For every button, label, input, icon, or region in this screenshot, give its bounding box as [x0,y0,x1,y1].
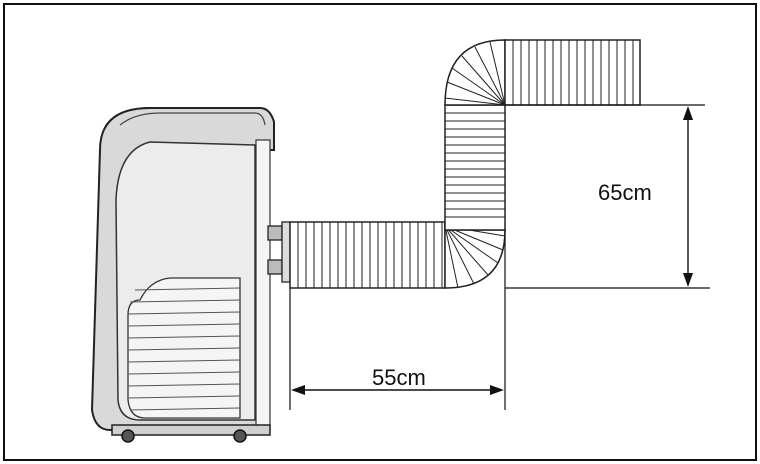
wheel [233,429,247,443]
hose-ribs-vertical [445,112,505,218]
exhaust-hose [289,39,641,289]
vertical-dimension [505,104,710,289]
vertical-dimension-label: 65cm [598,180,652,205]
grille-slats [127,287,241,411]
wheel [121,429,135,443]
horizontal-dimension-label: 55cm [372,365,426,390]
hose-ribs-upper [512,40,634,105]
hose-ribs-lower [297,222,443,288]
horizontal-dimension [289,230,506,410]
border [3,3,757,461]
air-conditioner-unit [90,107,291,443]
